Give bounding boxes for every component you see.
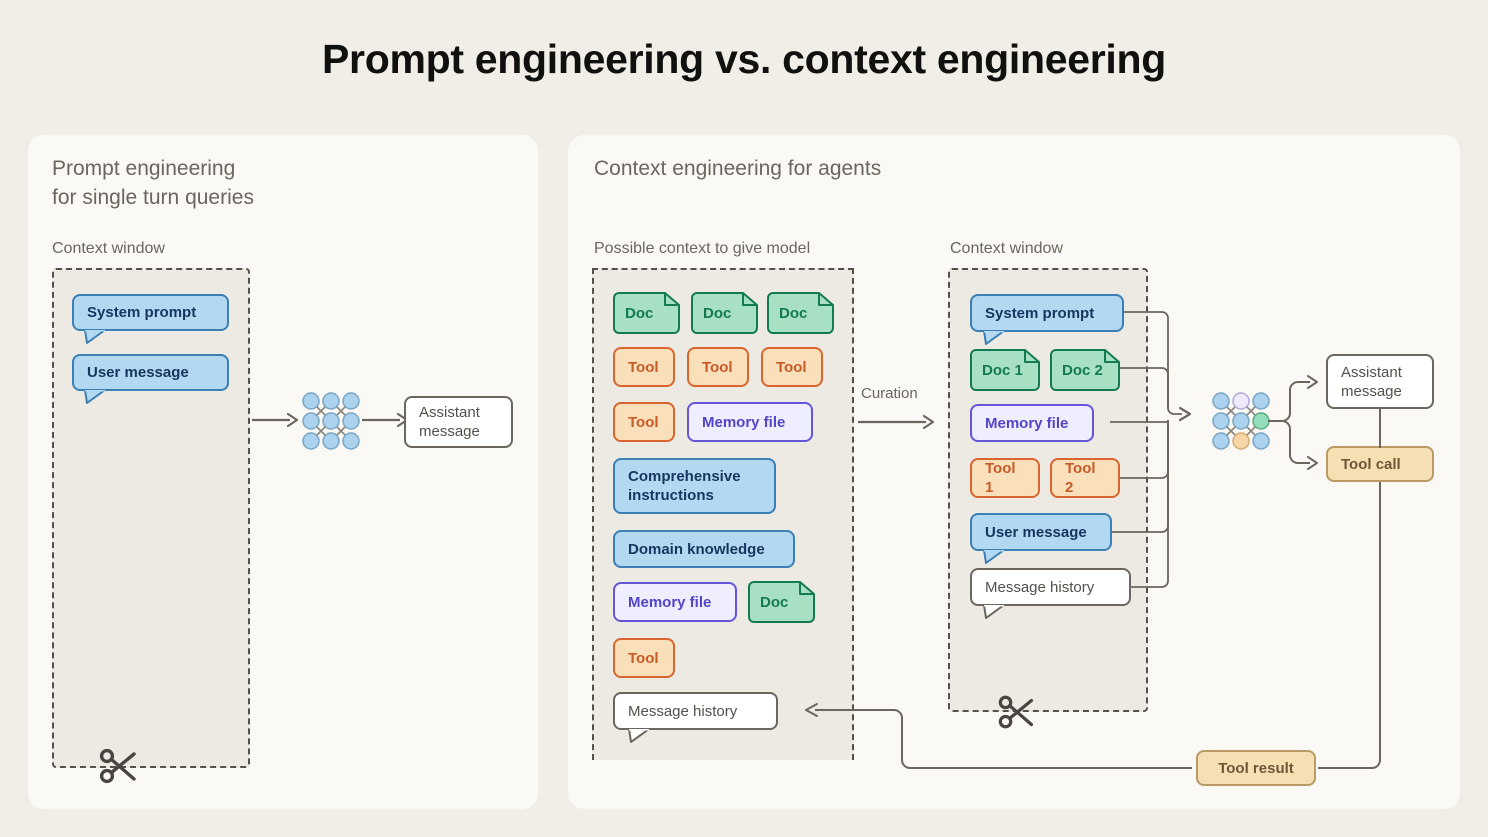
chip-memory-file-ctx[interactable]: Memory file	[970, 404, 1094, 442]
chip-label: Doc 2	[1062, 361, 1103, 379]
curation-label: Curation	[861, 385, 918, 402]
chip-label: Tool 2	[1065, 460, 1096, 496]
chip-user-message-ctx[interactable]: User message	[970, 513, 1112, 551]
tool-call-chip[interactable]: Tool call	[1326, 446, 1434, 482]
chip-label: User message	[985, 523, 1087, 541]
chip-label: Assistant message	[1341, 363, 1402, 400]
doc-shape-icon	[691, 292, 758, 334]
right-context-window-label: Context window	[950, 240, 1063, 257]
chip-label: Doc	[779, 304, 808, 322]
chip-label: Tool	[628, 413, 659, 431]
chip-tool-1[interactable]: Tool	[613, 347, 675, 387]
chip-doc-2-ctx[interactable]: Doc 2	[1050, 349, 1120, 391]
right-panel-heading: Context engineering for agents	[594, 157, 882, 180]
chip-tool-3[interactable]: Tool	[761, 347, 823, 387]
bubble-tail-icon	[84, 330, 106, 344]
assistant-to-toolcall-connector	[1379, 408, 1381, 448]
curation-arrow-icon	[858, 414, 935, 430]
left-panel-heading: Prompt engineering for single turn queri…	[52, 157, 254, 209]
chip-system-prompt-left[interactable]: System prompt	[72, 294, 229, 331]
doc-shape-icon	[748, 581, 815, 623]
chip-label: Message history	[985, 578, 1095, 596]
page-title: Prompt engineering vs. context engineeri…	[322, 36, 1166, 82]
chip-label: System prompt	[87, 304, 197, 321]
chip-tool-5[interactable]: Tool	[613, 638, 675, 678]
chip-label: Memory file	[985, 414, 1069, 432]
chip-label: Memory file	[628, 593, 712, 611]
model-output-fork-connectors	[1268, 375, 1318, 470]
chip-doc-1-ctx[interactable]: Doc 1	[970, 349, 1040, 391]
chip-doc-1[interactable]: Doc	[613, 292, 680, 334]
chip-label: User message	[87, 364, 189, 381]
chip-doc-2[interactable]: Doc	[691, 292, 758, 334]
chip-memory-file-1[interactable]: Memory file	[687, 402, 813, 442]
doc-shape-icon	[970, 349, 1040, 391]
arrow-to-output-icon	[362, 412, 409, 428]
chip-user-message-left[interactable]: User message	[72, 354, 229, 391]
chip-label: Tool	[628, 649, 659, 667]
context-to-model-connectors	[1110, 311, 1192, 588]
chip-memory-file-2[interactable]: Memory file	[613, 582, 737, 622]
scissors-icon	[99, 748, 136, 784]
possible-context-label: Possible context to give model	[594, 240, 811, 257]
bubble-tail-icon	[983, 605, 1005, 619]
assistant-message-left[interactable]: Assistant message	[404, 396, 513, 448]
chip-label: Tool	[628, 358, 659, 376]
doc-shape-icon	[613, 292, 680, 334]
neural-network-icon	[302, 392, 360, 450]
tool-result-chip[interactable]: Tool result	[1196, 750, 1316, 786]
chip-label: Doc	[625, 304, 654, 322]
scissors-icon	[998, 695, 1034, 729]
arrow-to-model-icon	[252, 412, 299, 428]
chip-tool-1-ctx[interactable]: Tool 1	[970, 458, 1040, 498]
chip-label: Comprehensive instructions	[628, 468, 741, 504]
chip-label: Tool	[776, 358, 807, 376]
bubble-tail-icon	[628, 729, 650, 743]
bubble-tail-icon	[983, 550, 1005, 564]
chip-message-history-ctx[interactable]: Message history	[970, 568, 1131, 606]
chip-label: Tool	[702, 358, 733, 376]
chip-label: Doc	[703, 304, 732, 322]
chip-message-history-pool[interactable]: Message history	[613, 692, 778, 730]
bubble-tail-icon	[84, 390, 106, 404]
chip-tool-4[interactable]: Tool	[613, 402, 675, 442]
left-context-window	[52, 268, 250, 768]
chip-tool-2-ctx[interactable]: Tool 2	[1050, 458, 1120, 498]
chip-label: Assistant message	[419, 404, 480, 440]
chip-label: Doc 1	[982, 361, 1023, 379]
chip-label: Memory file	[702, 413, 786, 431]
doc-shape-icon	[1050, 349, 1120, 391]
doc-shape-icon	[767, 292, 834, 334]
tool-result-feedback-connector	[805, 482, 1381, 769]
chip-comprehensive-instructions[interactable]: Comprehensive instructions	[613, 458, 776, 514]
bubble-tail-icon	[983, 331, 1005, 345]
chip-domain-knowledge[interactable]: Domain knowledge	[613, 530, 795, 568]
neural-network-icon	[1212, 392, 1270, 450]
left-context-window-label: Context window	[52, 240, 165, 257]
chip-label: Doc	[760, 593, 789, 611]
chip-label: Message history	[628, 702, 738, 720]
assistant-message-right[interactable]: Assistant message	[1326, 354, 1434, 409]
chip-label: System prompt	[985, 304, 1095, 322]
chip-doc-3[interactable]: Doc	[767, 292, 834, 334]
chip-tool-2[interactable]: Tool	[687, 347, 749, 387]
chip-label: Tool result	[1218, 759, 1294, 777]
chip-doc-4[interactable]: Doc	[748, 581, 815, 623]
chip-label: Domain knowledge	[628, 540, 765, 558]
chip-label: Tool 1	[985, 460, 1016, 496]
chip-system-prompt-ctx[interactable]: System prompt	[970, 294, 1124, 332]
chip-label: Tool call	[1341, 455, 1401, 473]
